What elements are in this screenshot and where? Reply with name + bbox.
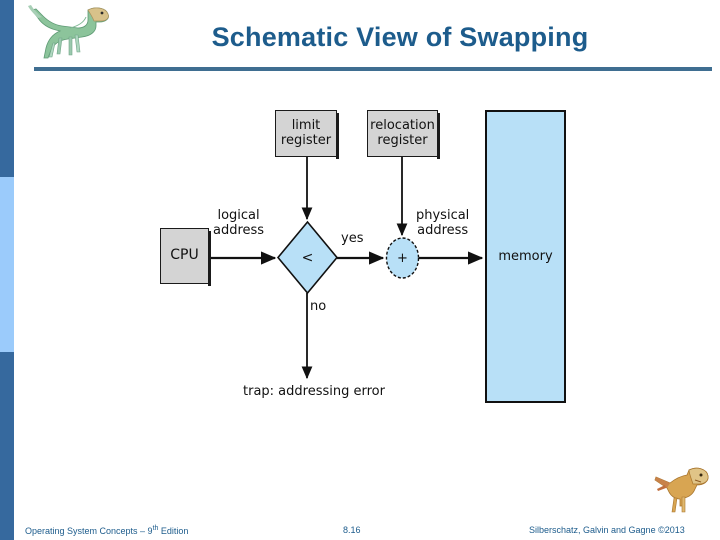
physical-address-label: physical address — [416, 208, 470, 238]
relocation-register-label-line1: relocation — [370, 117, 435, 133]
compare-decision-node: < — [278, 222, 337, 293]
yes-branch-label: yes — [341, 231, 364, 246]
page-title: Schematic View of Swapping — [211, 22, 589, 52]
relocation-register-box: relocation register — [367, 110, 440, 159]
trex-logo — [654, 467, 709, 513]
adder-operator-label: + — [397, 250, 408, 266]
limit-register-label-line1: limit — [291, 117, 321, 133]
sidebar-band-top — [0, 0, 14, 177]
dinosaur-logo — [28, 5, 109, 59]
compare-decision-shape — [276, 220, 339, 295]
footer-copyright: Silberschatz, Galvin and Gagne ©2013 — [529, 525, 685, 535]
adder-node-shape — [385, 237, 420, 279]
physical-address-line2: address — [417, 222, 469, 238]
logical-address-line1: logical — [217, 208, 260, 223]
footer-edition-superscript: th — [152, 525, 159, 532]
sidebar-band-middle — [0, 177, 14, 352]
physical-address-line1: physical — [416, 208, 470, 223]
relocation-register-label-line2: register — [377, 132, 428, 148]
footer-edition-prefix: Operating System Concepts – 9 — [25, 526, 153, 536]
title-divider — [34, 67, 712, 71]
adder-node: + — [386, 237, 419, 279]
limit-register-box: limit register — [275, 110, 339, 159]
sidebar-band-bottom — [0, 352, 14, 540]
slide-number: 8.16 — [343, 525, 361, 535]
no-branch-label: no — [310, 299, 327, 314]
logical-address-line2: address — [213, 222, 265, 238]
compare-operator-label: < — [301, 249, 314, 266]
memory-label: memory — [498, 249, 553, 264]
logical-address-label: logical address — [213, 208, 265, 238]
footer-edition: Operating System Concepts – 9th Edition — [25, 525, 188, 540]
limit-register-label-line2: register — [280, 132, 332, 148]
cpu-box: CPU — [160, 228, 211, 286]
cpu-label: CPU — [170, 247, 199, 264]
trap-error-label: trap: addressing error — [243, 384, 385, 399]
memory-box: memory — [485, 110, 566, 403]
footer-edition-suffix: Edition — [158, 526, 189, 536]
